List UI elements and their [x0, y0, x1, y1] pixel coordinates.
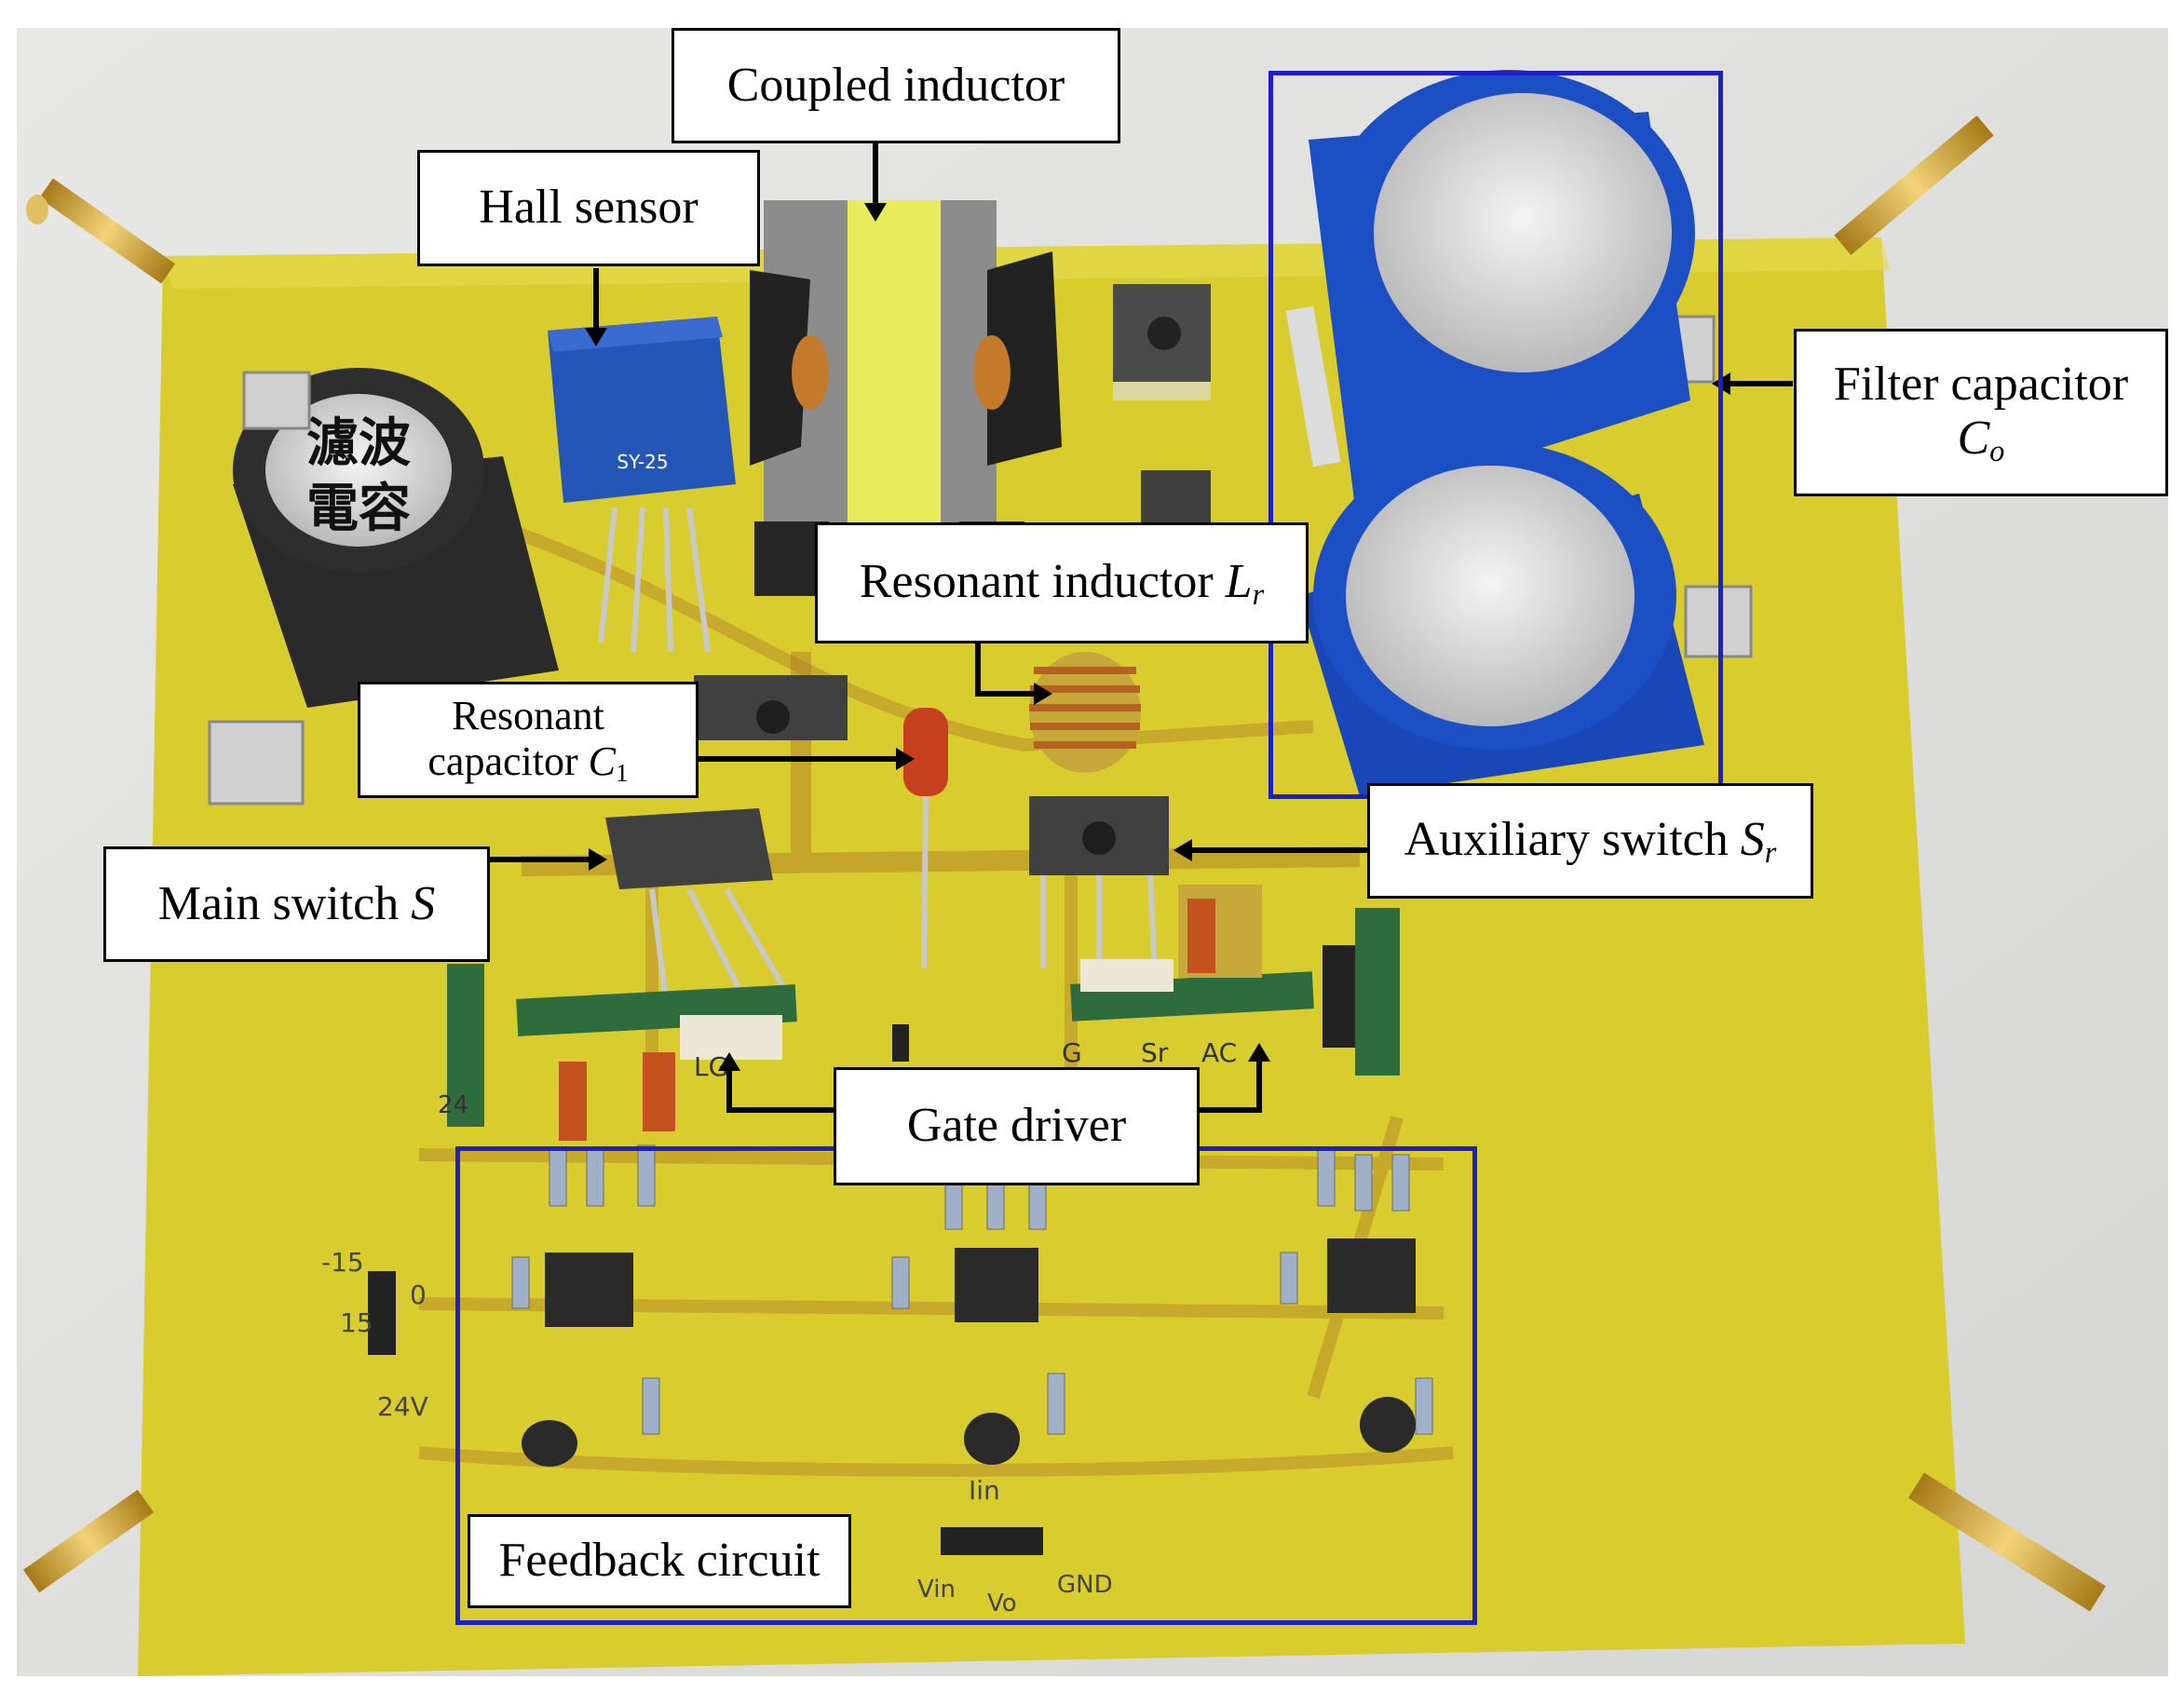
resistors [511, 1144, 1433, 1435]
header-label-vo: Vo [987, 1590, 1017, 1618]
left-24-label: 24 [438, 1091, 468, 1119]
op-amp-ic-2 [955, 1248, 1038, 1322]
standoff-bottom-right [1907, 1472, 2107, 1612]
label-feedback-circuit: Feedback circuit [468, 1514, 851, 1608]
label-coupled-inductor-text: Coupled inductor [726, 58, 1065, 112]
power-header: -15 0 15 24V [321, 1247, 428, 1422]
blue-capacitor-top [1285, 70, 1695, 508]
auxiliary-switch-part [1029, 796, 1169, 974]
label-filter-capacitor: Filter capacitor Co [1794, 329, 2168, 496]
label-hall-sensor-text: Hall sensor [479, 181, 699, 235]
terminal-block-right-2 [1684, 585, 1753, 658]
label-filter-capacitor-symbol: Co [1957, 412, 2005, 468]
label-resonant-capacitor-line1: Resonant [452, 692, 604, 738]
label-hall-sensor: Hall sensor [417, 150, 760, 266]
callout-arrowheads [585, 203, 1730, 1071]
label-coupled-inductor: Coupled inductor [671, 28, 1120, 143]
terminal-block-left [208, 720, 305, 805]
header-label-iin: Iin [969, 1475, 1000, 1506]
label-resonant-capacitor-line2: capacitor C1 [427, 738, 629, 787]
callout-arrows [489, 140, 1793, 1113]
terminal-block-top-left [242, 371, 311, 430]
header-label-0: 0 [410, 1279, 427, 1310]
standoff-top-right [1834, 115, 1994, 256]
measurement-header: Iin Vin Vo GND [917, 1475, 1113, 1618]
small-cap-3 [1360, 1397, 1416, 1453]
standoff-top-left [26, 178, 175, 284]
label-resonant-capacitor: Resonant capacitor C1 [358, 682, 699, 798]
main-switch-part [605, 808, 794, 1003]
header-label-24v: 24V [377, 1391, 428, 1422]
gate-driver-board-right: G Sr AC [1062, 885, 1314, 1068]
gate-label-ac: AC [1201, 1037, 1237, 1068]
jumper-center [892, 1024, 909, 1062]
to247-top [1113, 284, 1211, 400]
label-resonant-inductor-text: Resonant inductor Lr [859, 554, 1265, 611]
op-amp-ic-3 [1327, 1239, 1416, 1313]
gate-driver-board-edge-right [1323, 908, 1400, 1076]
header-label-15: 15 [340, 1307, 373, 1338]
label-main-switch: Main switch S [103, 846, 490, 962]
label-gate-driver-text: Gate driver [906, 1099, 1127, 1153]
gate-driver-board-left: LG [516, 984, 797, 1141]
left-electrolytic-capacitor: 濾波 電容 [233, 368, 559, 708]
label-main-switch-text: Main switch S [157, 876, 436, 930]
gate-driver-board-edge-left: 24 [438, 964, 484, 1127]
hall-part-number: SY-25 [617, 451, 668, 473]
label-resonant-inductor: Resonant inductor Lr [815, 522, 1309, 643]
small-cap-2 [964, 1413, 1020, 1465]
blue-capacitor-bottom [1299, 442, 1704, 796]
label-filter-capacitor-text: Filter capacitor [1833, 357, 2129, 411]
resonant-capacitor-part [903, 708, 948, 969]
header-label-vin: Vin [917, 1576, 956, 1604]
gate-label-sr: Sr [1141, 1037, 1169, 1068]
label-feedback-circuit-text: Feedback circuit [498, 1534, 821, 1588]
cap-chinese-line1: 濾波 [306, 413, 411, 474]
hall-sensor-part: SY-25 [548, 317, 736, 653]
op-amp-ic-1 [545, 1252, 633, 1327]
standoff-bottom-left [22, 1489, 155, 1593]
label-auxiliary-switch-text: Auxiliary switch Sr [1404, 812, 1777, 869]
label-gate-driver: Gate driver [834, 1067, 1200, 1185]
header-label-m15: -15 [321, 1247, 364, 1278]
to247-upper-mid [694, 675, 848, 740]
gate-label-g: G [1062, 1037, 1082, 1068]
cap-chinese-line2: 電容 [306, 479, 411, 539]
small-cap-1 [522, 1420, 577, 1467]
label-auxiliary-switch: Auxiliary switch Sr [1367, 783, 1813, 899]
header-label-gnd: GND [1057, 1571, 1113, 1599]
resonant-inductor-part [1029, 652, 1141, 773]
